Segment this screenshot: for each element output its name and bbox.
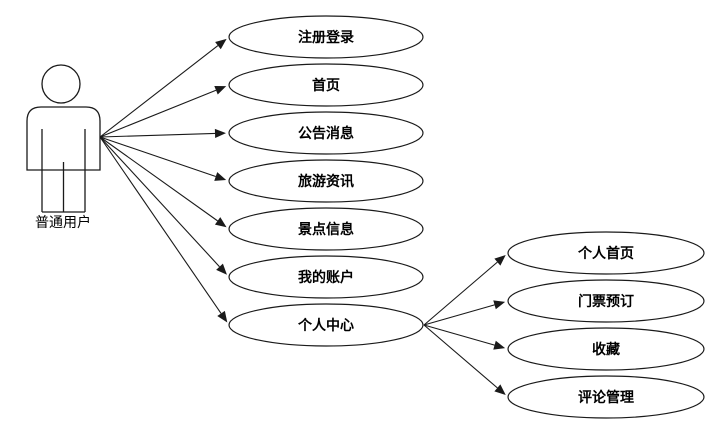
actor-association-7 <box>99 136 228 323</box>
association-line <box>99 132 216 138</box>
actor-group[interactable]: 普通用户 <box>26 64 101 231</box>
sub-use-case-2[interactable]: 门票预订 <box>507 279 705 323</box>
association-lines-group <box>99 38 506 396</box>
sub-use-case-label: 收藏 <box>592 341 620 358</box>
use-case-ellipse[interactable] <box>228 255 424 299</box>
association-line <box>99 136 218 222</box>
arrowhead-icon <box>494 254 506 266</box>
use-case-label: 旅游资讯 <box>298 173 354 190</box>
arrowhead-icon <box>214 217 227 228</box>
actor-association-5 <box>99 136 227 228</box>
use-case-label: 我的账户 <box>298 269 354 286</box>
use-case-ellipse[interactable] <box>228 303 424 347</box>
sub-use-case-1[interactable]: 个人首页 <box>507 231 705 275</box>
arrowhead-icon <box>214 128 227 139</box>
association-line <box>423 324 495 346</box>
association-line <box>423 261 498 326</box>
use-case-label: 个人中心 <box>297 317 354 334</box>
sub-use-case-ellipse[interactable] <box>507 327 705 371</box>
use-case-1[interactable]: 注册登录 <box>228 15 424 59</box>
use-case-label: 注册登录 <box>298 29 354 46</box>
sub-use-case-ellipse[interactable] <box>507 231 705 275</box>
arrowhead-icon <box>493 300 506 310</box>
arrowhead-icon <box>215 38 227 50</box>
use-case-ellipse[interactable] <box>228 207 424 251</box>
actor-body-icon <box>26 106 101 171</box>
association-line <box>423 324 498 389</box>
use-case-4[interactable]: 旅游资讯 <box>228 159 424 203</box>
use-case-7[interactable]: 个人中心 <box>228 303 424 347</box>
hub-association-4 <box>423 324 506 396</box>
sub-use-case-label: 评论管理 <box>578 389 634 406</box>
use-case-label: 公告消息 <box>298 125 354 142</box>
actor-head-icon <box>41 64 81 104</box>
hub-association-1 <box>423 254 506 326</box>
arrowhead-icon <box>217 310 228 323</box>
actor-label: 普通用户 <box>35 214 91 231</box>
use-case-ellipse[interactable] <box>228 63 424 107</box>
arrowhead-icon <box>493 340 506 350</box>
association-line <box>99 89 217 138</box>
sub-use-case-label: 个人首页 <box>577 245 634 262</box>
sub-use-case-label: 门票预订 <box>578 293 634 310</box>
hub-association-2 <box>423 300 506 326</box>
sub-use-case-3[interactable]: 收藏 <box>507 327 705 371</box>
actor-association-4 <box>99 136 227 181</box>
association-line <box>99 45 219 138</box>
use-case-ellipse[interactable] <box>228 159 424 203</box>
sub-use-case-4[interactable]: 评论管理 <box>507 375 705 419</box>
arrowhead-icon <box>494 384 506 396</box>
use-case-6[interactable]: 我的账户 <box>228 255 424 299</box>
association-line <box>99 136 220 268</box>
use-case-ellipse[interactable] <box>228 111 424 155</box>
use-case-5[interactable]: 景点信息 <box>228 207 424 251</box>
sub-use-case-ellipse[interactable] <box>507 279 705 323</box>
use-case-label: 景点信息 <box>298 221 354 238</box>
hub-association-3 <box>423 324 506 350</box>
actor-association-3 <box>99 128 227 139</box>
arrowhead-icon <box>216 263 227 275</box>
use-case-3[interactable]: 公告消息 <box>228 111 424 155</box>
arrowhead-icon <box>214 172 227 181</box>
actor-association-6 <box>99 136 227 275</box>
use-case-2[interactable]: 首页 <box>228 63 424 107</box>
use-case-label: 首页 <box>312 77 340 94</box>
actor-association-2 <box>99 85 227 138</box>
association-line <box>99 136 216 178</box>
arrowhead-icon <box>214 85 227 95</box>
association-line <box>99 136 222 314</box>
association-line <box>423 304 495 326</box>
use-case-ellipse[interactable] <box>228 15 424 59</box>
actor-association-1 <box>99 38 227 138</box>
sub-use-case-ellipse[interactable] <box>507 375 705 419</box>
